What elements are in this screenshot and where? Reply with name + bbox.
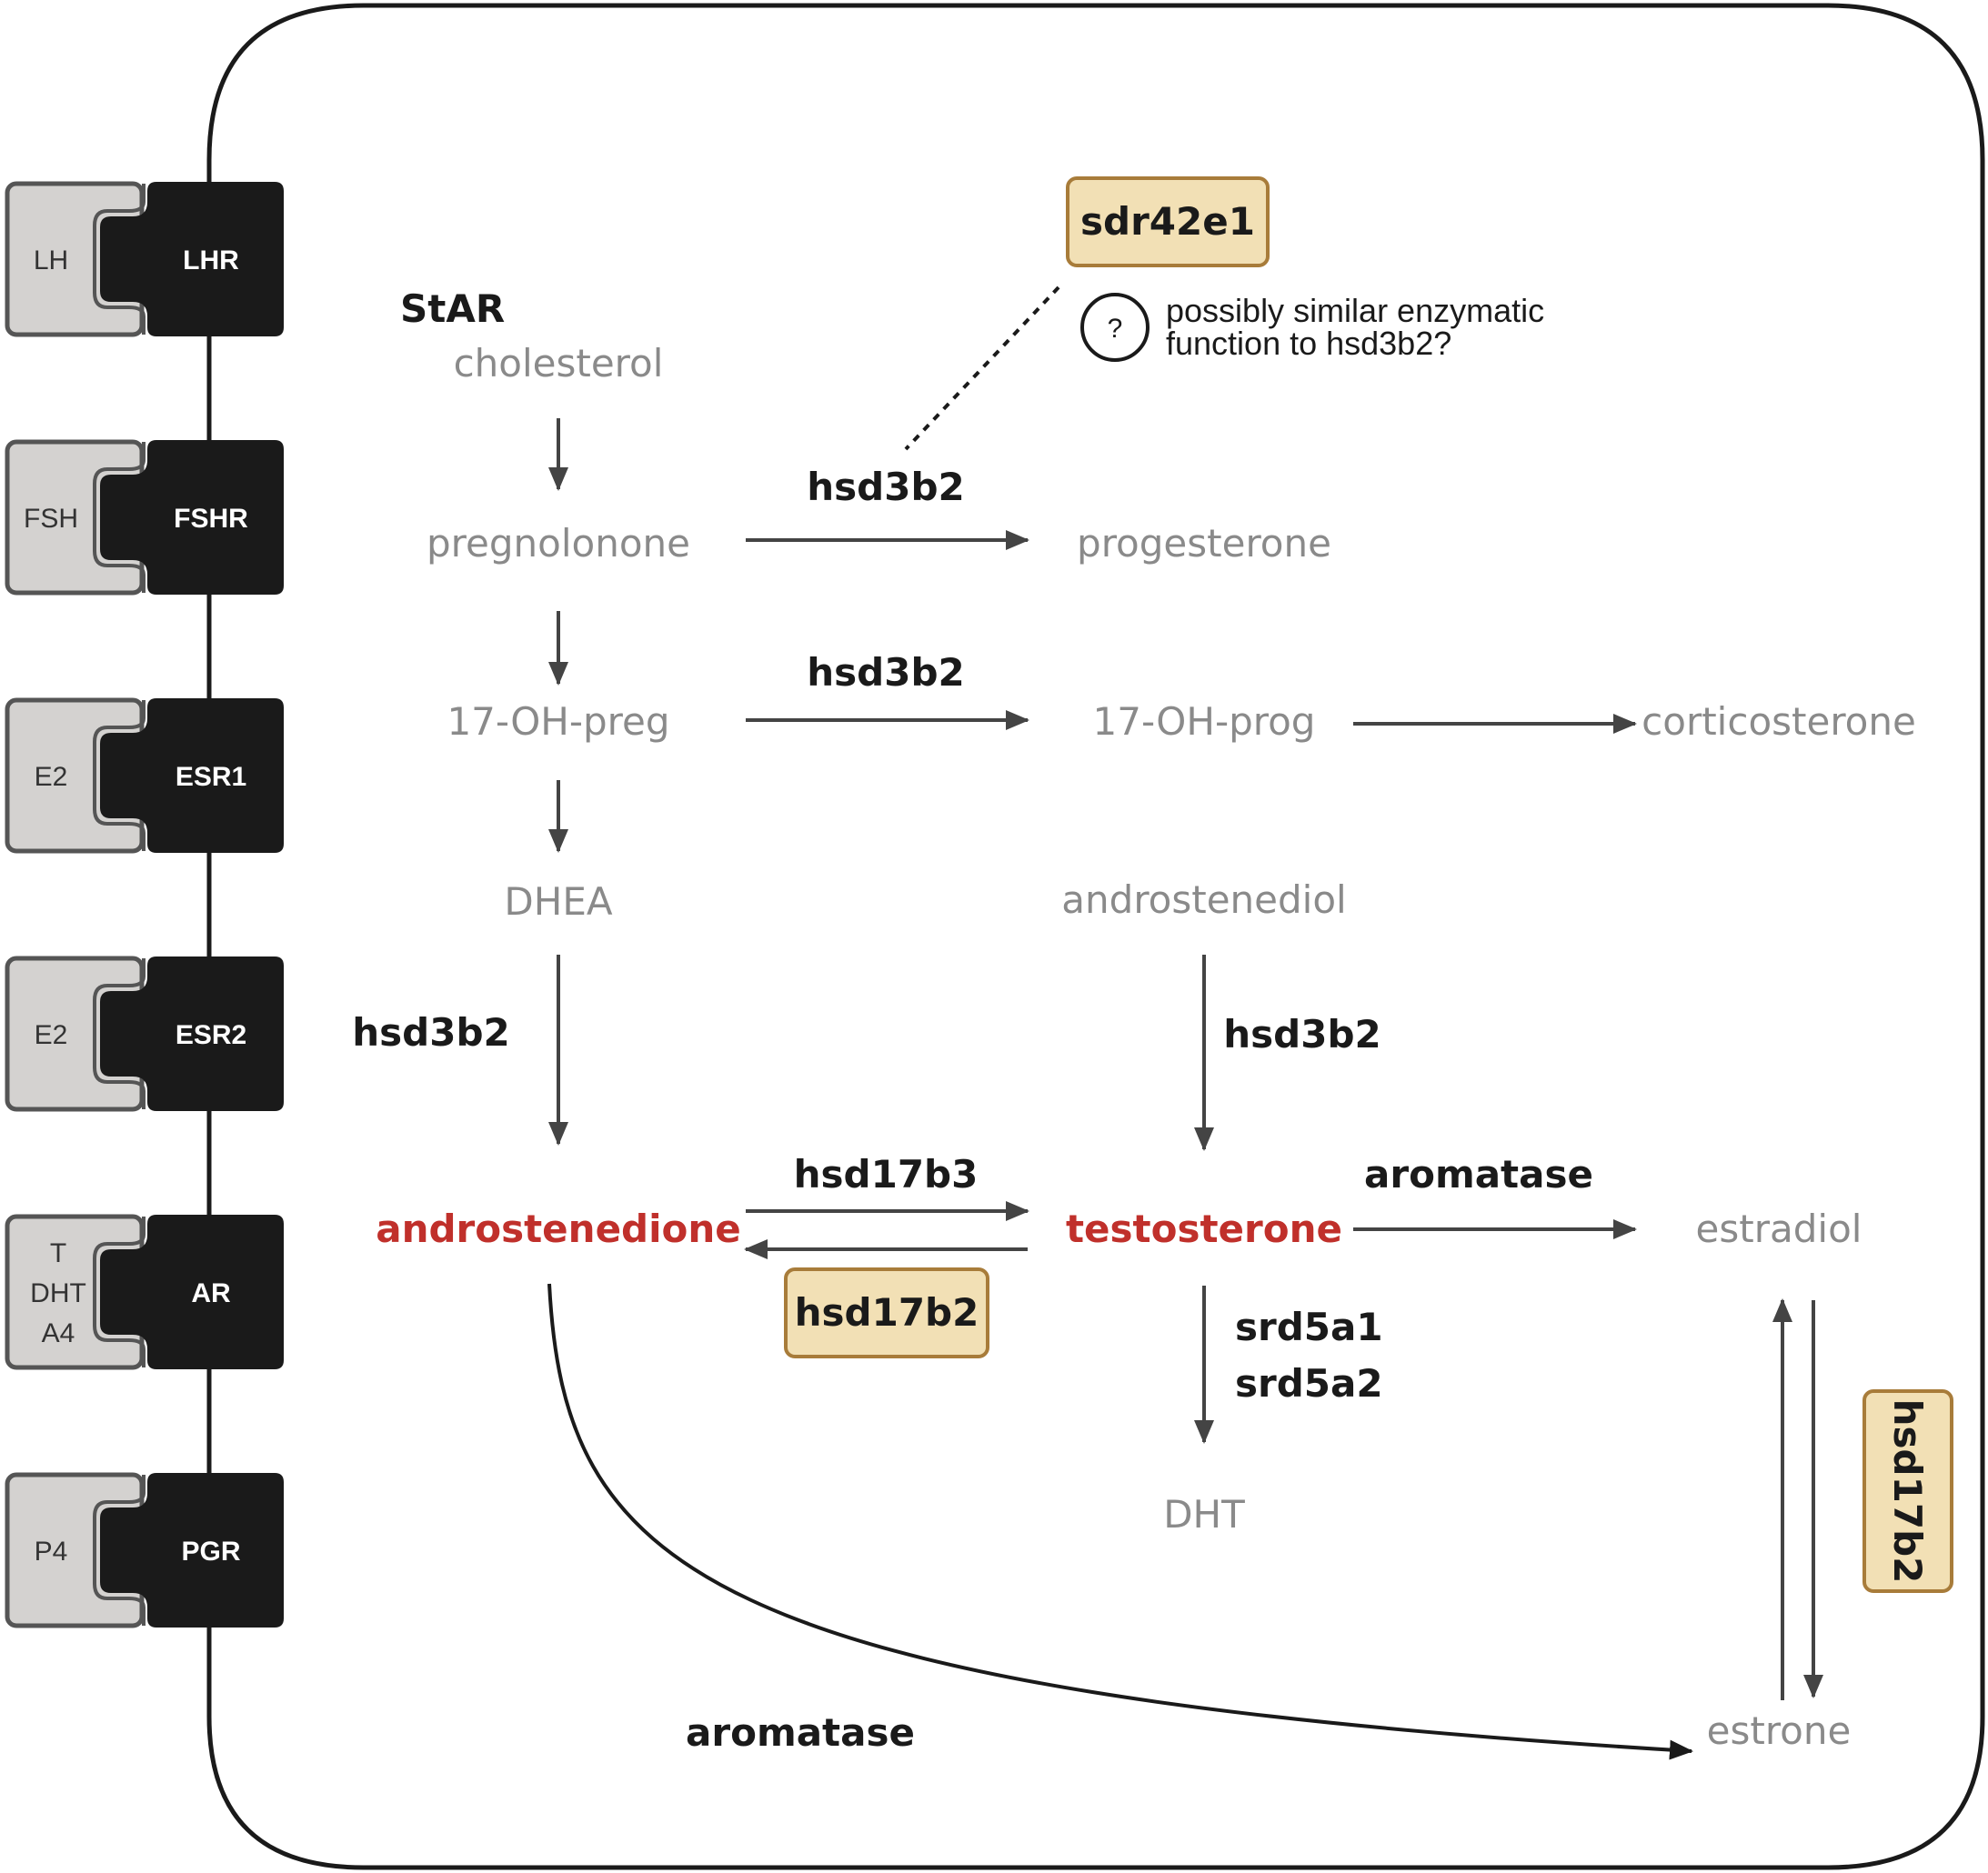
enzyme-hsd17b2-vertical: hsd17b2 [1885, 1399, 1930, 1584]
ligand-label: P4 [35, 1537, 68, 1567]
ligand-label: E2 [35, 762, 68, 792]
receptor-row-ar: AR T DHT A4 [5, 1214, 284, 1370]
question-mark: ? [1108, 314, 1123, 344]
cell-outline [206, 3, 1985, 1870]
enzyme-aromatase-bottom: aromatase [686, 1710, 915, 1755]
metabolite-corticosterone: corticosterone [1642, 699, 1916, 744]
question-circle-icon [1080, 293, 1150, 362]
enzyme-hsd17b2: hsd17b2 [795, 1290, 979, 1335]
receptor-label: FSHR [174, 504, 248, 534]
enzyme-srd5a2: srd5a2 [1235, 1361, 1383, 1406]
receptor-block [100, 1473, 284, 1628]
receptor-row-esr1: ESR1 E2 [5, 697, 284, 854]
hsd17b2-box [784, 1267, 989, 1358]
receptor-block [100, 440, 284, 595]
enzyme-sdr42e1: sdr42e1 [1080, 199, 1255, 244]
ligand-notch [93, 442, 146, 593]
metabolite-pregnolonone: pregnolonone [427, 521, 690, 566]
metabolite-androstenediol: androstenediol [1061, 877, 1346, 922]
ligand-notch [93, 958, 146, 1109]
receptor-label: ESR2 [176, 1020, 246, 1050]
receptor-label: PGR [181, 1537, 240, 1567]
enzyme-hsd3b2-pregnolonone: hsd3b2 [807, 465, 964, 509]
sdr42e1-dashed-connector [904, 285, 1060, 451]
receptor-row-fshr: FSHR FSH [5, 439, 284, 596]
metabolite-estrone: estrone [1707, 1708, 1852, 1753]
ligand-label: A4 [42, 1318, 75, 1348]
enzyme-hsd17b3: hsd17b3 [794, 1152, 979, 1197]
metabolite-estradiol: estradiol [1696, 1207, 1862, 1251]
enzyme-hsd3b2-androstenediol: hsd3b2 [1223, 1012, 1381, 1057]
note-line-2: function to hsd3b2? [1166, 325, 1451, 362]
ligand-label: DHT [30, 1278, 86, 1308]
sdr42e1-box [1066, 176, 1270, 267]
receptor-row-pgr: PGR P4 [5, 1472, 284, 1628]
ligand-label: T [50, 1238, 66, 1268]
enzyme-hsd3b2-dhea: hsd3b2 [352, 1010, 509, 1055]
metabolite-dht: DHT [1163, 1492, 1245, 1537]
metabolite-17-oh-prog: 17-OH-prog [1093, 699, 1316, 744]
enzyme-srd5a1: srd5a1 [1235, 1305, 1383, 1349]
receptor-block [100, 698, 284, 853]
receptor-row-lhr: LHR LH [5, 181, 284, 337]
receptor-label: LHR [183, 245, 239, 275]
metabolite-17-oh-preg: 17-OH-preg [447, 699, 669, 744]
receptor-label: AR [191, 1278, 231, 1308]
note-line-1: possibly similar enzymatic [1166, 292, 1544, 329]
receptor-block [100, 957, 284, 1111]
ligand-notch [93, 184, 146, 335]
ligand-notch [93, 1475, 146, 1626]
receptor-label: ESR1 [176, 762, 246, 792]
metabolite-progesterone: progesterone [1077, 521, 1331, 566]
ligand-notch [93, 700, 146, 851]
enzyme-hsd3b2-17ohpreg: hsd3b2 [807, 650, 964, 695]
enzyme-star: StAR [400, 286, 505, 331]
ligand-label: FSH [24, 504, 78, 534]
ligand-notch [93, 1217, 146, 1367]
arrow-androstenedione-estrone [547, 1283, 1693, 1760]
hsd17b2-vertical-box [1862, 1389, 1953, 1593]
receptor-block [100, 182, 284, 336]
receptor-row-esr2: ESR2 E2 [5, 956, 284, 1112]
metabolite-testosterone: testosterone [1066, 1207, 1342, 1251]
ligand-label: E2 [35, 1020, 68, 1050]
receptor-block [100, 1215, 284, 1369]
ligand-label: LH [34, 245, 68, 275]
enzyme-aromatase-top: aromatase [1364, 1152, 1593, 1197]
metabolite-androstenedione: androstenedione [376, 1207, 741, 1251]
metabolite-cholesterol: cholesterol [454, 341, 664, 386]
metabolite-dhea: DHEA [504, 879, 612, 924]
